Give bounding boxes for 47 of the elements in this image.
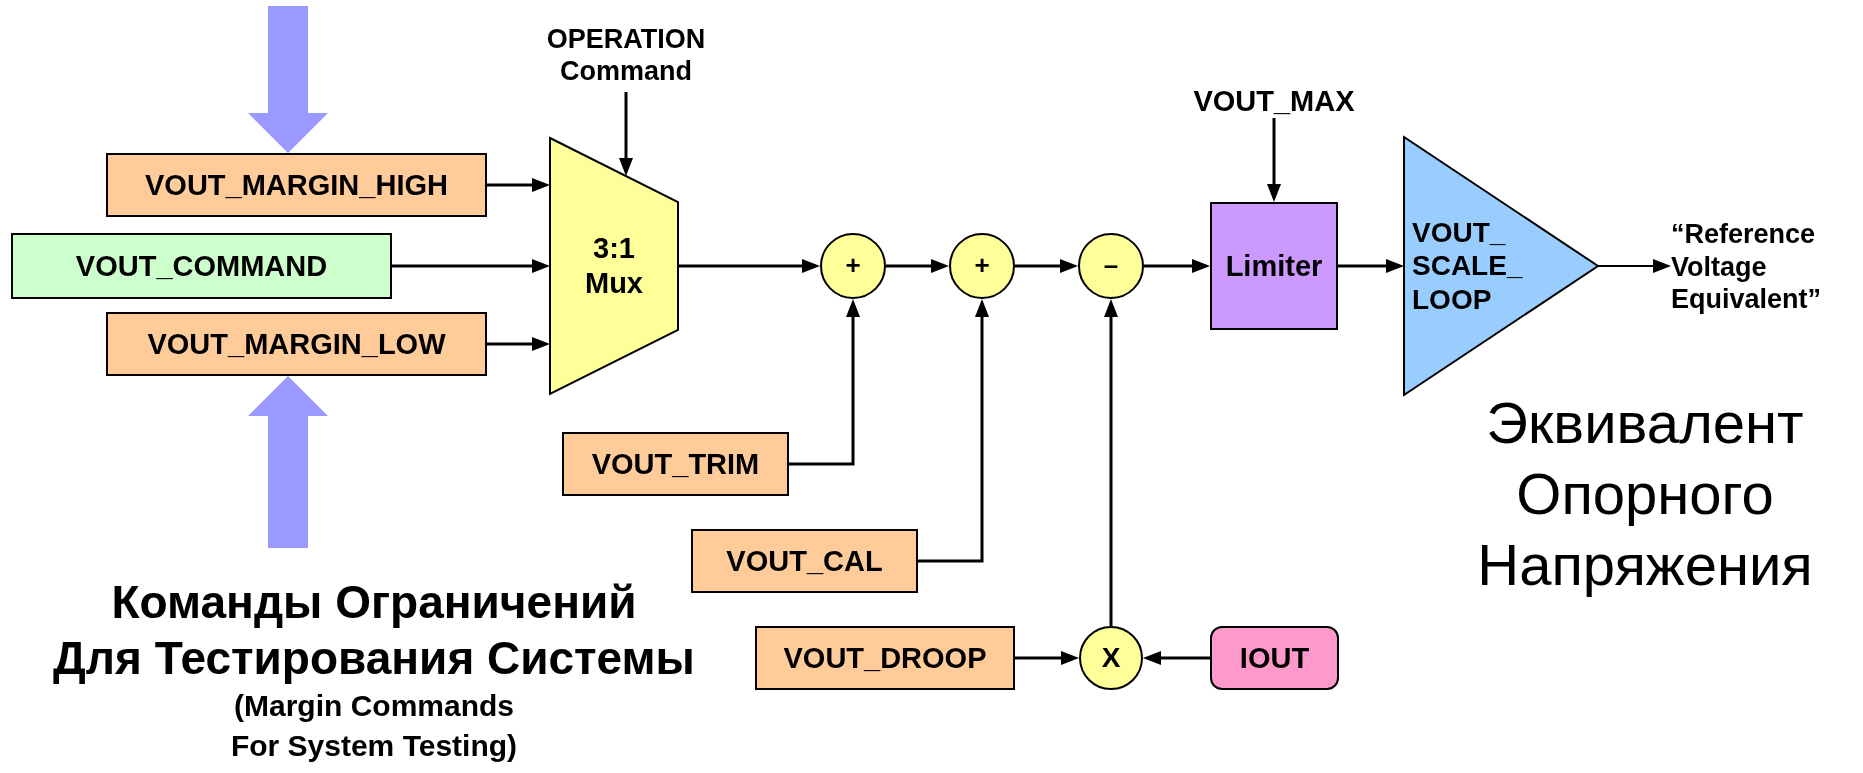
arrow <box>487 337 550 351</box>
parameter-box <box>562 432 789 496</box>
arrow <box>487 178 550 192</box>
parameter-box <box>691 529 918 593</box>
block-arrow <box>248 6 328 153</box>
arrow <box>1267 118 1281 202</box>
annotation-text: Эквивалент Опорного Напряжения <box>1476 389 1814 599</box>
arrow <box>1338 259 1404 273</box>
box-label: VOUT_ SCALE_ LOOP <box>1412 215 1523 317</box>
block-arrow <box>248 376 328 548</box>
parameter-box <box>755 626 1015 690</box>
arrow <box>1015 259 1078 273</box>
box-label: IOUT <box>1239 640 1310 676</box>
box-label: VOUT_COMMAND <box>75 248 328 284</box>
arrow <box>886 259 949 273</box>
arrow <box>619 92 633 176</box>
signal-label: VOUT_MAX <box>1193 83 1355 119</box>
box-label: VOUT_DROOP <box>783 640 987 676</box>
arrow <box>1015 651 1079 665</box>
parameter-box <box>1210 626 1339 690</box>
operator-symbol: X <box>1101 641 1121 675</box>
arrow <box>789 299 860 466</box>
parameter-box <box>106 312 487 376</box>
box-label: VOUT_MARGIN_HIGH <box>145 167 448 203</box>
arrow <box>1144 259 1210 273</box>
box-label: Limiter <box>1225 248 1323 284</box>
operator-symbol: + <box>845 250 861 282</box>
arrow <box>1104 299 1118 626</box>
parameter-box <box>106 153 487 217</box>
operator-symbol: + <box>974 250 990 282</box>
arrow <box>918 299 989 563</box>
arrow <box>1143 651 1210 665</box>
caption-heading: Команды Ограничений Для Тестирования Системы <box>52 575 696 686</box>
arrow <box>1597 259 1671 273</box>
parameter-box <box>11 233 392 299</box>
operator-symbol: – <box>1103 250 1119 282</box>
caption-subheading: (Margin Commands For System Testing) <box>229 688 519 764</box>
limiter-box <box>1210 202 1338 330</box>
output-label: “Reference Voltage Equivalent” <box>1671 218 1822 316</box>
signal-label: OPERATION Command <box>546 22 706 88</box>
box-label: VOUT_TRIM <box>591 446 760 482</box>
box-label: 3:1 Mux <box>585 231 643 301</box>
multiplier-junction <box>1079 626 1143 690</box>
box-label: VOUT_CAL <box>726 543 883 579</box>
arrow <box>392 259 550 273</box>
arrow <box>678 259 820 273</box>
box-label: VOUT_MARGIN_LOW <box>147 326 446 362</box>
